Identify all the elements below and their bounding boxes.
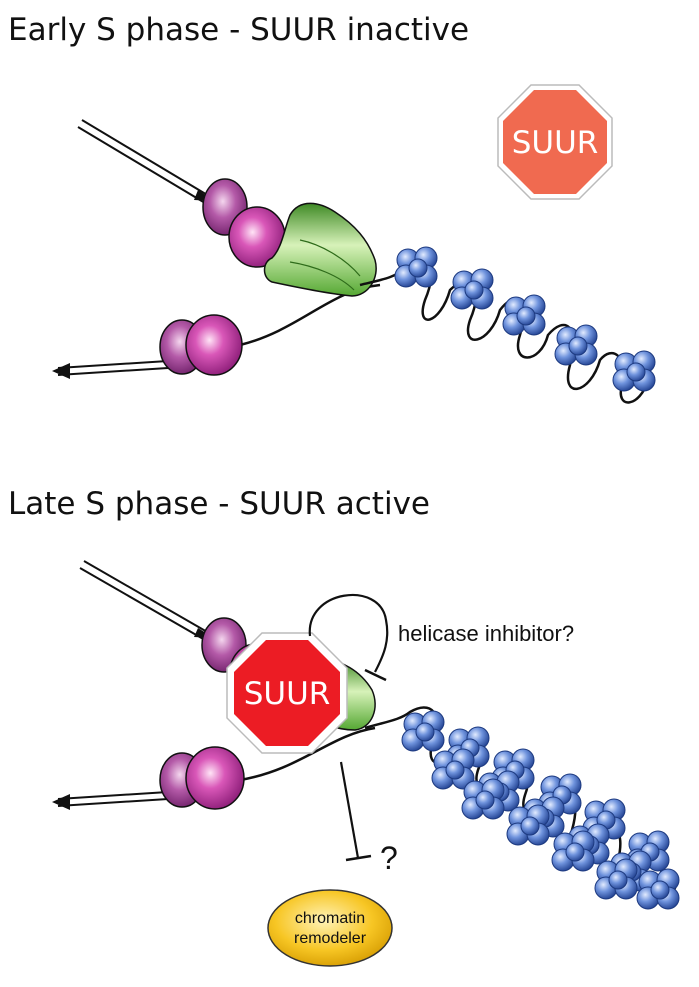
helicase-inhibitor-label: helicase inhibitor? [398,621,574,646]
nucleosome-array-late [401,710,680,910]
nucleosome [594,858,638,900]
late-s-phase-panel: Late S phase - SUUR active [8,486,680,967]
late-panel-title: Late S phase - SUUR active [8,486,430,522]
remodeler-inhibition-line [339,761,372,862]
remodeler-label-line1: chromatin [295,910,365,927]
nucleosome [636,868,680,910]
nucleosome [506,804,550,846]
early-panel-title: Early S phase - SUUR inactive [8,12,469,48]
parental-dna-arrow [77,119,214,204]
suur-label-active: SUUR [244,676,331,712]
nucleosome-2 [450,268,494,310]
nucleosome [401,710,445,752]
polymerase-lower [185,314,243,376]
helicase-inhibition-loop [308,594,389,682]
remodeler-question-mark: ? [380,840,398,876]
parental-dna-arrow-late [79,560,214,641]
nucleosome-5 [612,350,656,392]
suur-stop-sign-active: SUUR [226,632,348,754]
nucleosome [431,748,475,790]
suur-label-inactive: SUUR [512,125,599,161]
nucleosome [461,778,505,820]
nucleosome-4 [554,324,598,366]
lagging-strand-arrow-late [52,791,169,810]
remodeler-label-line2: remodeler [294,930,367,947]
helicase-complex [263,202,377,297]
suur-stop-sign-inactive: SUUR [497,84,613,200]
nucleosome [551,830,595,872]
polymerase-lower-late [185,746,245,810]
chromatin-remodeler: chromatin remodeler [267,889,393,967]
nucleosome-1 [394,246,438,288]
nucleosome-3 [502,294,546,336]
early-s-phase-panel: Early S phase - SUUR inactive [8,12,656,404]
lagging-strand-arrow [52,360,169,379]
